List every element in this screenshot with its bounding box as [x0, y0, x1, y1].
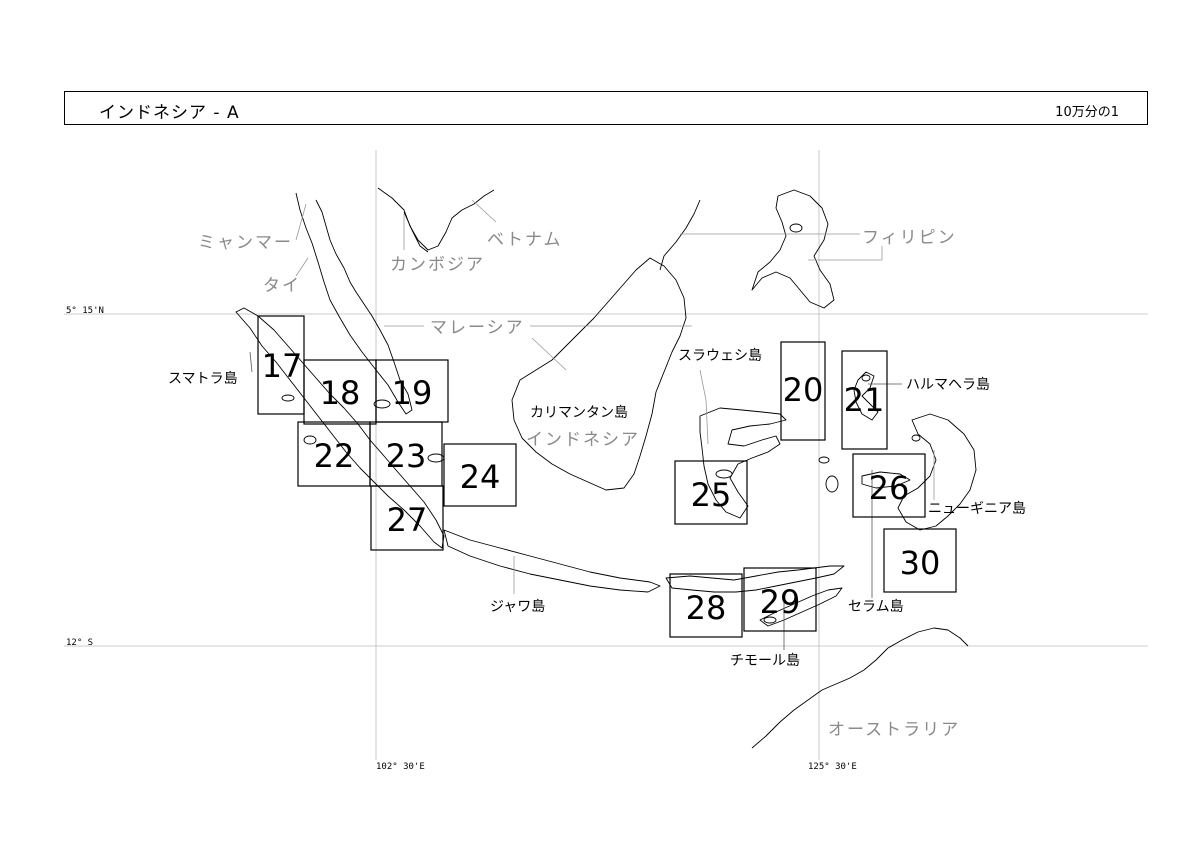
- title-bar: インドネシア - A 10万分の1: [64, 91, 1148, 125]
- label-myanmar: ミャンマー: [198, 233, 293, 253]
- sheet-20-number: 20: [783, 371, 824, 409]
- leader-myanmar: [295, 203, 307, 241]
- island-small-9: [861, 374, 871, 382]
- sheet-20[interactable]: 20: [780, 341, 826, 441]
- coord-lon-west: 102° 30'E: [376, 762, 425, 772]
- island-small-7: [818, 456, 830, 464]
- label-kalimantan: カリマンタン島: [530, 405, 628, 421]
- coast-sulawesi: [699, 407, 787, 519]
- coast-philippines: [751, 189, 835, 309]
- sheet-19[interactable]: 19: [375, 359, 449, 423]
- leader-sulawesi: [699, 369, 709, 445]
- sheet-22-number: 22: [314, 437, 355, 475]
- sheet-18[interactable]: 18: [303, 359, 377, 425]
- sheet-21-number: 21: [844, 381, 885, 419]
- sheet-25-number: 25: [691, 476, 732, 514]
- sheet-28-number: 28: [686, 589, 727, 627]
- sheet-24[interactable]: 24: [443, 443, 517, 507]
- coast-gulf-thailand: [403, 211, 429, 253]
- label-cambodia: カンボジア: [390, 255, 485, 275]
- sheet-25[interactable]: 25: [674, 460, 748, 525]
- coord-lat-south: 12° S: [66, 638, 93, 648]
- sheet-30-number: 30: [900, 544, 941, 582]
- sheet-21[interactable]: 21: [841, 350, 888, 450]
- coast-new-guinea: [897, 413, 977, 531]
- label-indonesia: インドネシア: [526, 430, 640, 450]
- sheet-29-number: 29: [760, 583, 801, 621]
- sheet-30[interactable]: 30: [883, 528, 957, 593]
- coord-lat-north: 5° 15'N: [66, 306, 104, 316]
- label-sulawesi: スラウェシ島: [678, 348, 762, 364]
- leader-sumatra: [249, 351, 253, 373]
- coord-lon-east: 125° 30'E: [808, 762, 857, 772]
- sheet-19-number: 19: [392, 374, 433, 412]
- coast-australia: [751, 627, 969, 749]
- sheet-26[interactable]: 26: [852, 453, 926, 518]
- coordinate-labels: 5° 15'N 12° S 102° 30'E 125° 30'E: [66, 306, 857, 772]
- label-halmahera: ハルマヘラ島: [906, 377, 990, 393]
- island-buru: [825, 475, 839, 493]
- island-small-2: [303, 435, 317, 445]
- map-scale: 10万分の1: [1055, 105, 1119, 120]
- sheet-24-number: 24: [460, 458, 501, 496]
- island-small-3: [373, 399, 391, 409]
- coast-timor: [759, 587, 843, 627]
- label-australia: オーストラリア: [828, 720, 960, 740]
- sheet-22[interactable]: 22: [297, 421, 371, 487]
- sheet-23-number: 23: [386, 437, 427, 475]
- leader-vietnam: [471, 199, 497, 223]
- label-new-guinea: ニューギニア島: [928, 501, 1026, 517]
- sheet-27-number: 27: [387, 501, 428, 539]
- island-labels: スマトラ島 カリマンタン島 スラウェシ島 ハルマヘラ島 ニューギニア島 セラム島…: [168, 348, 1026, 669]
- island-small-6: [789, 223, 803, 233]
- sheet-28[interactable]: 28: [669, 573, 743, 638]
- sheet-27[interactable]: 27: [370, 485, 444, 551]
- sheet-17-number: 17: [262, 347, 303, 385]
- island-small-10: [763, 616, 777, 624]
- coast-lesser-sunda: [665, 565, 845, 593]
- label-thailand: タイ: [263, 276, 301, 296]
- leader-philippines-2: [808, 246, 883, 261]
- label-sumatra: スマトラ島: [168, 371, 238, 387]
- coast-indochina: [377, 187, 495, 251]
- country-labels: ミャンマー タイ カンボジア ベトナム フィリピン マレーシア インドネシア オ…: [198, 228, 960, 740]
- island-small-1: [281, 394, 295, 402]
- label-malaysia: マレーシア: [430, 318, 525, 338]
- coastlines: [235, 187, 977, 749]
- leader-thailand: [295, 257, 309, 277]
- sheet-23[interactable]: 23: [369, 421, 443, 487]
- label-timor: チモール島: [730, 653, 800, 669]
- graticule: [64, 150, 1148, 760]
- label-java: ジャワ島: [490, 599, 545, 615]
- label-seram: セラム島: [848, 599, 904, 615]
- label-philippines: フィリピン: [862, 228, 957, 248]
- label-vietnam: ベトナム: [487, 230, 563, 250]
- sheet-29[interactable]: 29: [743, 567, 817, 632]
- coast-seram: [861, 471, 911, 489]
- leader-malaysia-3: [531, 337, 567, 371]
- coast-halmahera: [853, 371, 879, 421]
- leader-lines: [249, 199, 935, 650]
- sheet-17[interactable]: 17: [257, 315, 305, 415]
- sheet-grid: 17 18 19 20 21 22 23 24: [257, 315, 957, 638]
- coast-sumatra: [235, 307, 445, 549]
- coast-kalimantan: [511, 257, 687, 491]
- coast-malay-peninsula: [295, 192, 413, 415]
- map-title: インドネシア - A: [99, 103, 240, 123]
- island-small-5: [715, 469, 733, 479]
- island-small-8: [911, 434, 921, 442]
- coast-palawan: [659, 199, 701, 271]
- coast-java: [443, 529, 661, 593]
- sheet-26-number: 26: [869, 469, 910, 507]
- sheet-18-number: 18: [320, 374, 361, 412]
